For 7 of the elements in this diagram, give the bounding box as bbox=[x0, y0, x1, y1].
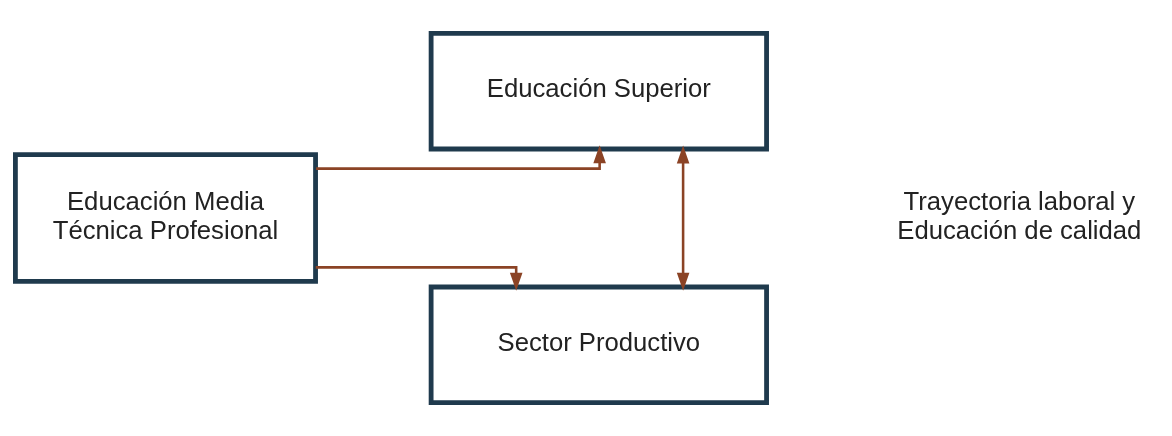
label: Trayectoria laboral y Educación de calidad bbox=[897, 186, 1142, 244]
node-box: Sector Productivo bbox=[428, 284, 769, 405]
node-box: Educación Superior bbox=[428, 31, 769, 152]
node-box: Educación Media Técnica Profesional bbox=[13, 152, 318, 284]
arrow bbox=[316, 145, 606, 170]
arrow bbox=[676, 145, 690, 291]
arrow bbox=[315, 266, 523, 291]
